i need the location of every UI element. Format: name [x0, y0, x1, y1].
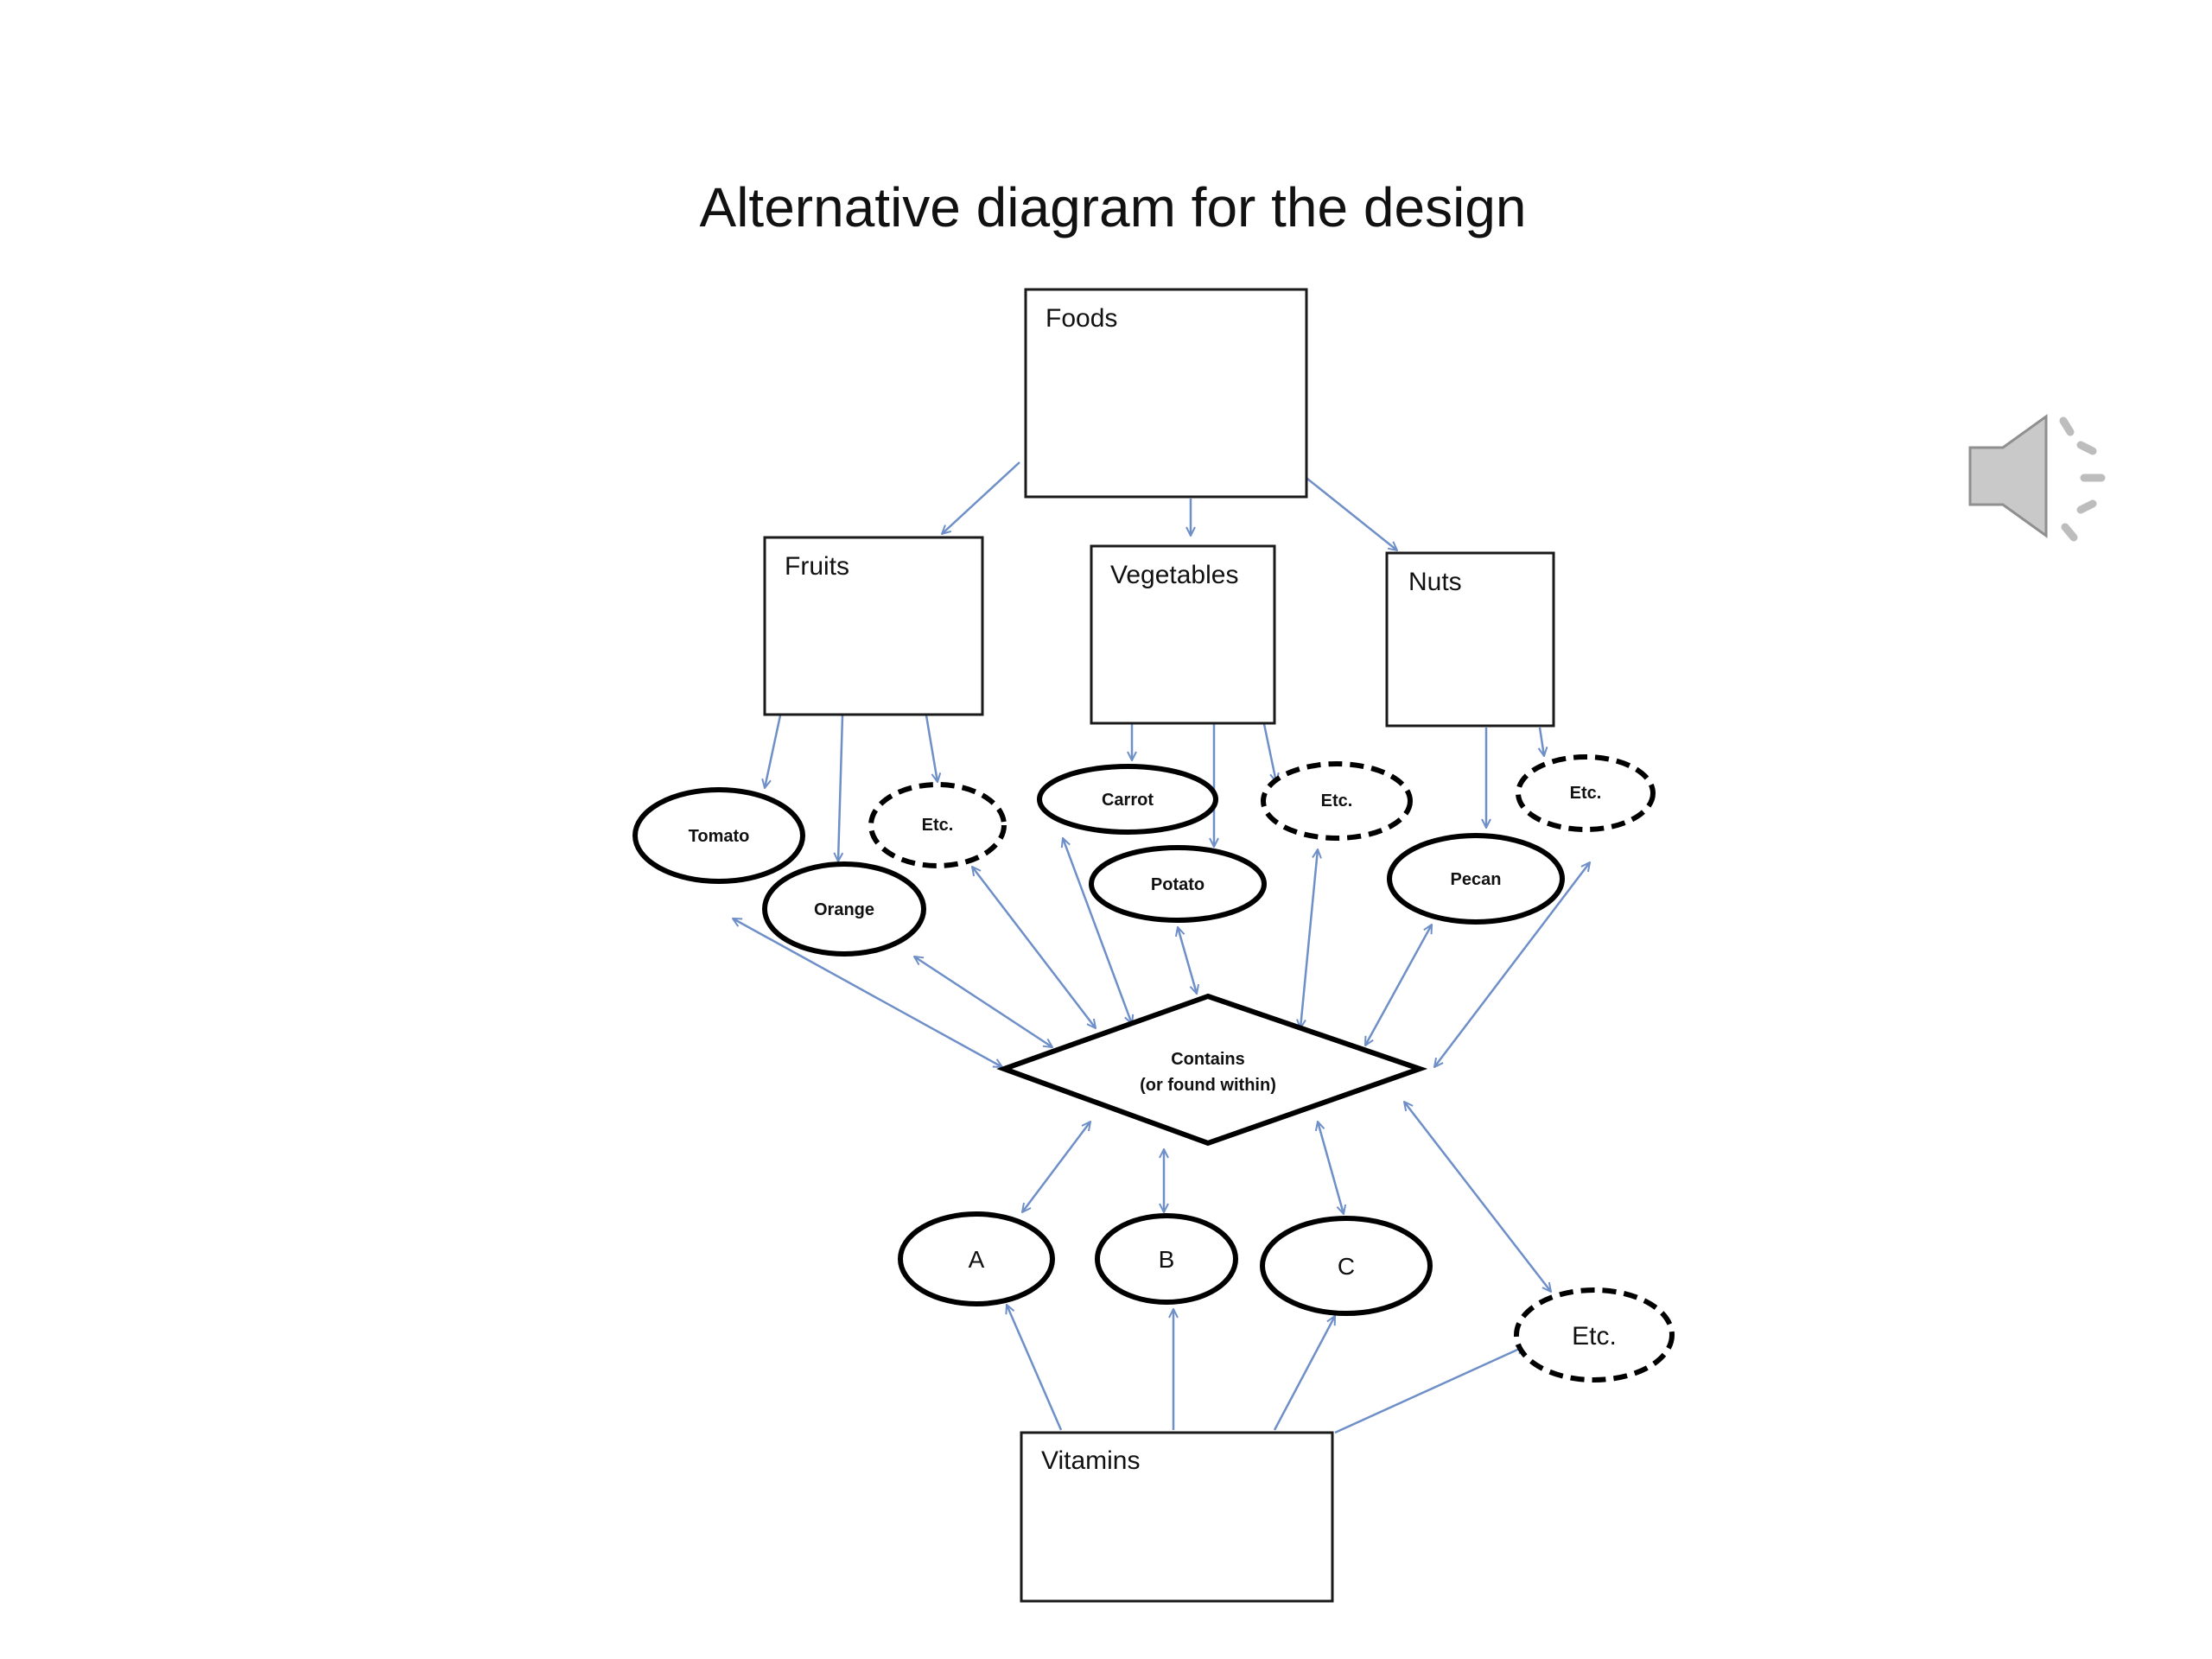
vitamin-c-label: C [1338, 1253, 1355, 1280]
nuts-box: Nuts [1385, 551, 1555, 728]
nut-etc-node: Etc. [1516, 754, 1656, 832]
speaker-icon[interactable] [1968, 414, 2106, 542]
fruits-label: Fruits [785, 552, 849, 581]
carrot-node: Carrot [1037, 764, 1218, 835]
arrow-foods-fruits [942, 461, 1020, 534]
pecan-node: Pecan [1387, 833, 1565, 925]
arrow-carrot-contains [1063, 838, 1132, 1024]
arrow-fruit-etc-contains [972, 867, 1096, 1028]
nuts-label: Nuts [1408, 568, 1462, 596]
arrow-foods-nuts [1302, 474, 1397, 550]
contains-label-line1: Contains [1171, 1050, 1245, 1069]
arrow-nuts-etc [1540, 727, 1544, 756]
fruit-etc-label: Etc. [922, 816, 954, 835]
arrow-vitamins-c [1273, 1316, 1337, 1431]
arrow-fruits-etc [925, 715, 938, 782]
arrow-contains-vit-etc [1404, 1102, 1551, 1292]
foods-label: Foods [1046, 304, 1117, 333]
connectors [733, 461, 1590, 1434]
vegetables-box: Vegetables [1090, 544, 1276, 725]
contains-relationship: Contains (or found within) [996, 993, 1428, 1147]
arrow-nut-etc-contains [1434, 862, 1590, 1067]
arrow-veg-etc [1262, 723, 1276, 782]
arrow-fruits-orange [838, 715, 844, 861]
arrow-contains-a [1022, 1122, 1090, 1212]
vegetables-label: Vegetables [1110, 561, 1238, 589]
potato-node: Potato [1089, 845, 1267, 923]
vitamin-etc-label: Etc. [1572, 1322, 1617, 1351]
vitamin-etc-node: Etc. [1514, 1287, 1675, 1382]
potato-label: Potato [1151, 875, 1205, 894]
arrow-contains-c [1318, 1122, 1344, 1214]
vitamin-a-node: A [898, 1211, 1055, 1306]
arrow-vitamins-a [1007, 1305, 1063, 1431]
pecan-label: Pecan [1451, 870, 1502, 889]
arrow-potato-contains [1178, 927, 1197, 994]
contains-label-line2: (or found within) [1140, 1076, 1276, 1095]
orange-label: Orange [814, 900, 874, 919]
foods-box: Foods [1024, 288, 1308, 499]
vitamins-box: Vitamins [1020, 1431, 1334, 1603]
tomato-label: Tomato [689, 827, 750, 846]
orange-node: Orange [762, 861, 926, 957]
vitamin-b-node: B [1095, 1213, 1238, 1305]
carrot-label: Carrot [1102, 791, 1154, 810]
vitamin-a-label: A [969, 1246, 985, 1273]
arrow-veg-etc-contains [1300, 849, 1318, 1028]
fruits-box: Fruits [763, 536, 984, 716]
vitamin-b-label: B [1159, 1246, 1175, 1273]
fruit-etc-node: Etc. [868, 782, 1007, 868]
arrow-fruits-tomato [765, 715, 782, 788]
page-title: Alternative diagram for the design [700, 176, 1527, 238]
arrow-orange-contains [914, 957, 1052, 1047]
arrow-vitamins-etc [1334, 1346, 1525, 1434]
vitamins-label: Vitamins [1041, 1446, 1141, 1475]
veg-etc-node: Etc. [1261, 761, 1413, 841]
arrow-pecan-contains [1363, 925, 1433, 1046]
vitamin-c-node: C [1260, 1216, 1433, 1316]
nut-etc-label: Etc. [1570, 784, 1602, 803]
tomato-node: Tomato [632, 787, 805, 884]
veg-etc-label: Etc. [1321, 791, 1353, 810]
